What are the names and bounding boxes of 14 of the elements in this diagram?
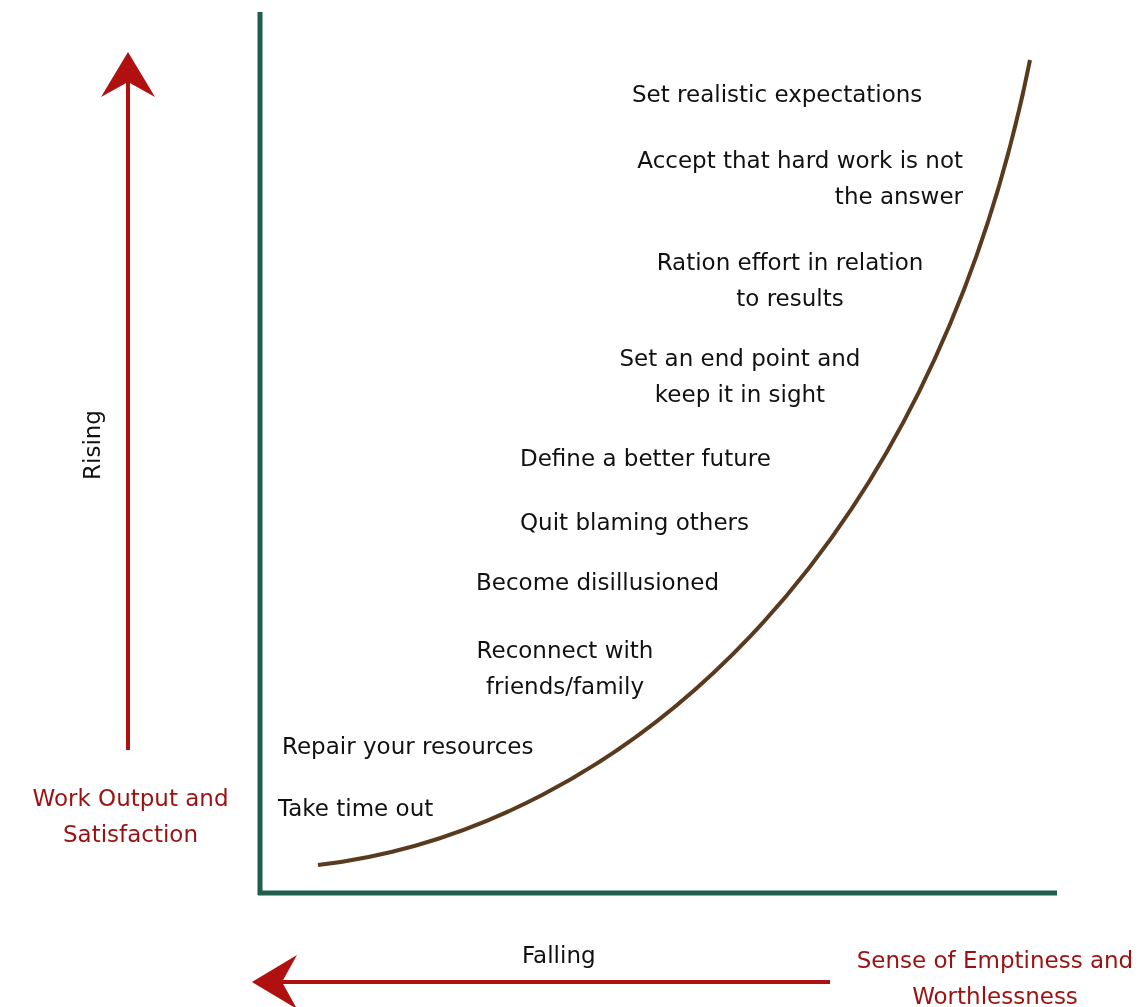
curve-label: Quit blaming others xyxy=(520,508,750,537)
curve-label: Repair your resources xyxy=(282,732,534,761)
curve-label: Define a better future xyxy=(520,444,771,473)
axis-label: Sense of Emptiness and Worthlessness xyxy=(855,946,1135,1007)
curve-label: Accept that hard work is not the answer xyxy=(636,146,963,211)
axis-label: Work Output and Satisfaction xyxy=(31,784,230,849)
curve-label: Set realistic expectations xyxy=(632,80,923,109)
curve-label: Set an end point and keep it in sight xyxy=(618,344,862,409)
axis-label: Rising xyxy=(78,410,106,480)
curve-label: Reconnect with friends/family xyxy=(475,636,655,701)
curve-label: Become disillusioned xyxy=(476,568,719,597)
curve-label: Take time out xyxy=(278,794,434,823)
curve-label: Ration effort in relation to results xyxy=(655,248,925,313)
axis-label: Falling xyxy=(522,941,596,970)
